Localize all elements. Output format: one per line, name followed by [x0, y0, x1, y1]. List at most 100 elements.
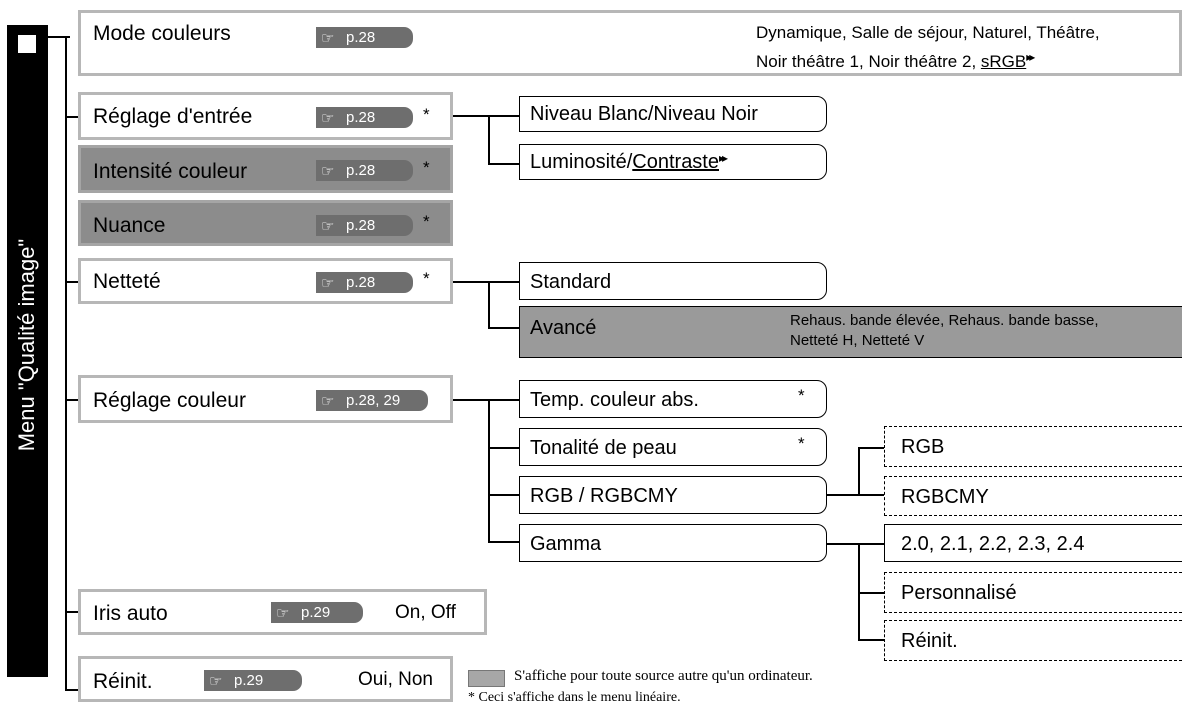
page-ref-badge[interactable]: ☞p.28 — [316, 107, 413, 128]
connector — [858, 447, 885, 449]
option-label: Personnalisé — [901, 582, 1017, 604]
connector — [488, 399, 490, 542]
star-marker: * — [798, 386, 805, 405]
item-label: Réglage d'entrée — [93, 105, 253, 128]
page-ref-badge[interactable]: ☞p.28 — [316, 272, 413, 293]
connector — [858, 447, 860, 495]
item-label: Netteté — [93, 270, 161, 293]
srgb-link[interactable]: sRGB — [980, 52, 1027, 71]
item-label: Nuance — [93, 214, 166, 237]
option-label: Luminosité/Contraste▸▸ — [530, 151, 728, 173]
page-ref-badge[interactable]: ☞p.29 — [204, 670, 302, 691]
item-label: Mode couleurs — [93, 22, 231, 45]
connector — [488, 281, 490, 329]
item-reinit[interactable]: Réinit. ☞p.29 Oui, Non — [78, 656, 453, 702]
page-ref-badge[interactable]: ☞p.29 — [271, 602, 363, 623]
legend-gray-note: S'affiche pour toute source autre qu'un … — [514, 668, 813, 684]
option-label: RGBCMY — [901, 486, 989, 508]
pointing-hand-icon: ☞ — [276, 605, 290, 622]
option-gamma[interactable]: Gamma — [519, 524, 827, 562]
item-nettete[interactable]: Netteté ☞p.28 * — [78, 258, 453, 304]
item-label: Réinit. — [93, 670, 153, 693]
option-temp-couleur[interactable]: Temp. couleur abs. * — [519, 380, 827, 418]
contraste-link[interactable]: Contraste — [632, 151, 719, 173]
item-iris-auto[interactable]: Iris auto ☞p.29 On, Off — [78, 589, 487, 635]
item-mode-couleurs[interactable]: Mode couleurs ☞p.28 Dynamique, Salle de … — [78, 10, 1182, 76]
pointing-hand-icon: ☞ — [321, 275, 335, 292]
option-rgbcmy[interactable]: RGBCMY — [884, 476, 1182, 516]
connector — [827, 494, 859, 496]
pointing-hand-icon: ☞ — [321, 30, 335, 47]
item-label: Intensité couleur — [93, 160, 248, 183]
option-luminosite[interactable]: Luminosité/Contraste▸▸ — [519, 144, 827, 180]
item-nuance[interactable]: Nuance ☞p.28 * — [78, 200, 453, 246]
star-marker: * — [798, 434, 805, 453]
option-label: Niveau Blanc/Niveau Noir — [530, 103, 758, 125]
main-trunk — [65, 36, 67, 691]
option-label: RGB / RGBCMY — [530, 485, 678, 507]
connector — [858, 494, 885, 496]
page-ref-badge[interactable]: ☞p.28 — [316, 160, 413, 181]
connector — [65, 399, 83, 401]
pointing-hand-icon: ☞ — [321, 218, 335, 235]
star-marker: * — [423, 212, 430, 231]
page-ref-badge[interactable]: ☞p.28 — [316, 215, 413, 236]
item-reglage-couleur[interactable]: Réglage couleur ☞p.28, 29 — [78, 375, 453, 423]
option-standard[interactable]: Standard — [519, 262, 827, 300]
option-rgb[interactable]: RGB — [884, 426, 1182, 467]
star-marker: * — [423, 269, 430, 288]
reinit-values: Oui, Non — [358, 669, 433, 690]
option-rgb-rgbcmy[interactable]: RGB / RGBCMY — [519, 476, 827, 514]
item-label: Iris auto — [93, 602, 168, 625]
option-gamma-values[interactable]: 2.0, 2.1, 2.2, 2.3, 2.4 — [884, 524, 1182, 562]
option-niveau[interactable]: Niveau Blanc/Niveau Noir — [519, 96, 827, 132]
option-label: Gamma — [530, 533, 602, 555]
connector — [827, 543, 887, 545]
mode-options: Dynamique, Salle de séjour, Naturel, Thé… — [756, 23, 1100, 71]
sidebar-title: Menu "Qualité image" — [14, 238, 39, 452]
connector — [488, 447, 520, 449]
connector — [858, 592, 885, 594]
option-label: Tonalité de peau — [530, 437, 677, 459]
connector — [65, 116, 83, 118]
connector — [488, 327, 520, 329]
option-gamma-reinit[interactable]: Réinit. — [884, 620, 1182, 661]
connector — [65, 689, 83, 691]
page-ref-badge[interactable]: ☞p.28, 29 — [316, 390, 428, 411]
legend-gray-swatch — [468, 670, 505, 687]
pointing-hand-icon: ☞ — [321, 163, 335, 180]
connector — [65, 611, 83, 613]
option-personnalise[interactable]: Personnalisé — [884, 572, 1182, 613]
menu-square-icon — [18, 35, 36, 53]
connector — [488, 494, 520, 496]
connector — [488, 115, 490, 165]
page-ref-badge[interactable]: ☞p.28 — [316, 27, 413, 48]
connector — [858, 639, 885, 641]
pointing-hand-icon: ☞ — [321, 110, 335, 127]
double-arrow-icon: ▸▸ — [719, 151, 728, 165]
option-label: Standard — [530, 271, 612, 293]
legend-star-note: * Ceci s'affiche dans le menu linéaire. — [468, 690, 681, 705]
connector — [453, 399, 520, 401]
star-marker: * — [423, 105, 430, 124]
item-label: Réglage couleur — [93, 389, 246, 412]
connector — [48, 36, 70, 38]
option-label: Temp. couleur abs. — [530, 389, 699, 411]
double-arrow-icon: ▸▸ — [1026, 50, 1035, 64]
star-marker: * — [423, 158, 430, 177]
option-tonalite[interactable]: Tonalité de peau * — [519, 428, 827, 466]
option-avance[interactable]: Avancé Rehaus. bande élevée, Rehaus. ban… — [519, 306, 1182, 358]
pointing-hand-icon: ☞ — [321, 393, 335, 410]
connector — [488, 163, 520, 165]
avance-options: Rehaus. bande élevée, Rehaus. bande bass… — [790, 312, 1099, 349]
option-label: RGB — [901, 436, 945, 458]
connector — [65, 281, 83, 283]
connector — [453, 115, 520, 117]
sidebar: Menu "Qualité image" — [7, 25, 48, 677]
iris-values: On, Off — [395, 602, 456, 623]
item-intensite-couleur[interactable]: Intensité couleur ☞p.28 * — [78, 145, 453, 193]
item-reglage-entree[interactable]: Réglage d'entrée ☞p.28 * — [78, 92, 453, 140]
connector — [488, 541, 520, 543]
connector — [453, 281, 520, 283]
option-label: 2.0, 2.1, 2.2, 2.3, 2.4 — [901, 533, 1085, 555]
